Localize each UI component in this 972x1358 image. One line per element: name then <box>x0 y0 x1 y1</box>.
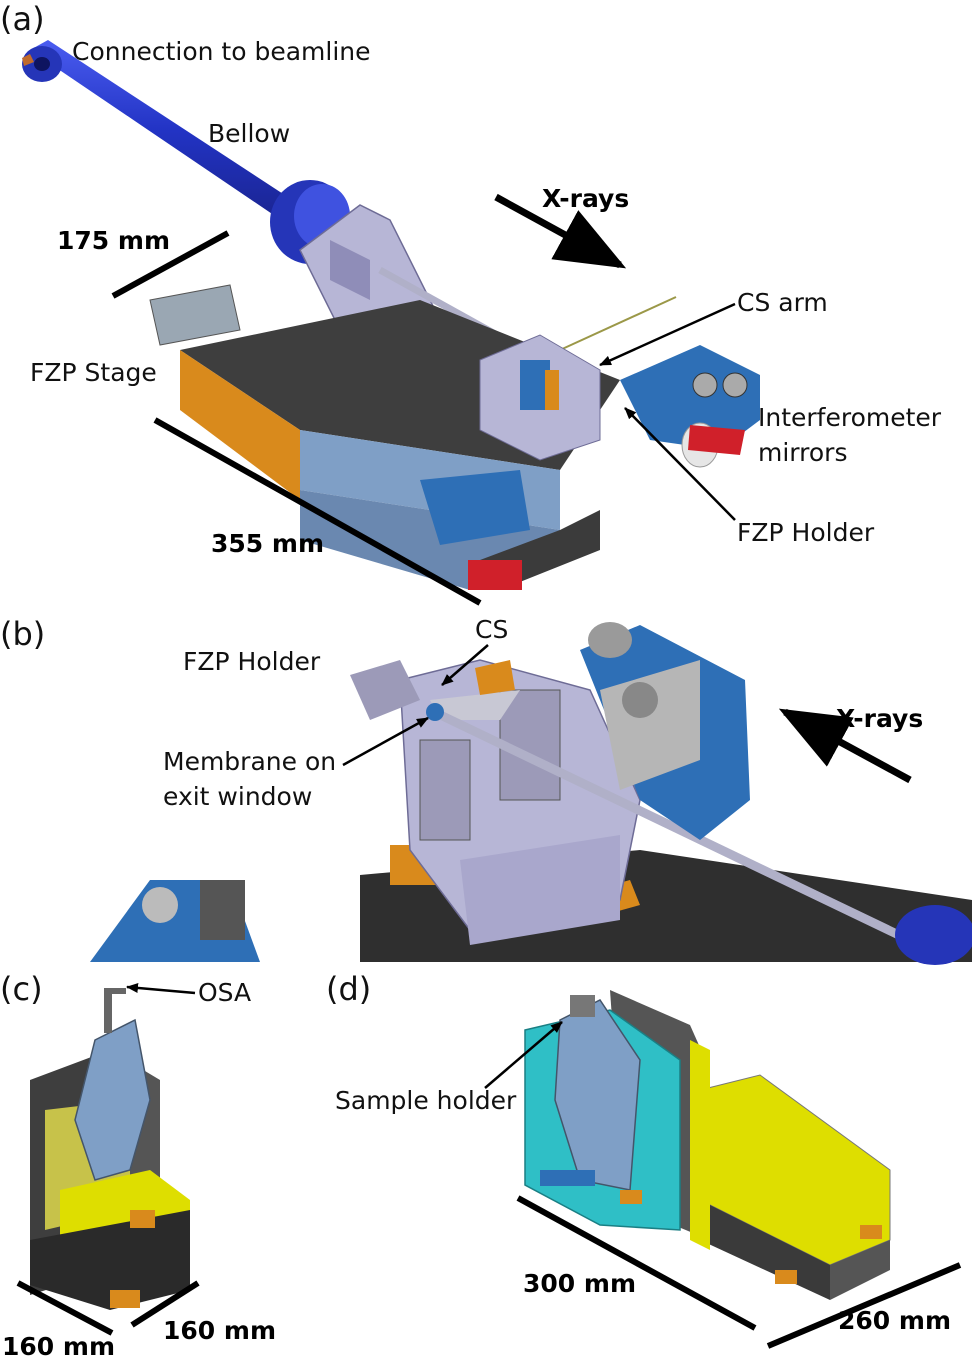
xrays-arrow-b <box>778 708 912 784</box>
label-fzp-holder-a: FZP Holder <box>737 518 875 547</box>
holder-closeup-drawing <box>90 622 972 965</box>
label-xrays-b: X-rays <box>836 704 923 733</box>
interferometer-mirrors-drawing <box>620 345 760 468</box>
membrane-pointer <box>342 716 429 767</box>
sample-holder-pointer <box>484 1021 563 1089</box>
dimension-160mm-left: 160 mm <box>2 1332 115 1358</box>
label-cs-arm: CS arm <box>737 288 828 317</box>
dimension-300mm: 300 mm <box>523 1269 636 1298</box>
label-cs: CS <box>475 615 508 644</box>
cs-arm-pointer <box>599 302 736 367</box>
label-mirrors: mirrors <box>758 438 847 467</box>
label-exit-window: exit window <box>163 782 312 811</box>
osa-pointer <box>126 982 196 995</box>
label-sample-holder: Sample holder <box>335 1086 517 1115</box>
panel-d-tag: (d) <box>326 970 371 1008</box>
dimension-160mm-right: 160 mm <box>163 1316 276 1345</box>
label-xrays-a: X-rays <box>542 184 629 213</box>
cs-pointer <box>441 644 489 686</box>
panel-b-tag: (b) <box>0 615 45 653</box>
panel-b: (b) CS FZP H <box>0 615 972 965</box>
label-osa: OSA <box>198 978 251 1007</box>
dimension-line-355 <box>153 417 482 606</box>
panel-c-tag: (c) <box>0 970 43 1008</box>
label-connection-to-beamline: Connection to beamline <box>72 37 371 66</box>
panel-a-tag: (a) <box>0 0 45 38</box>
fzp-stage-drawing <box>149 284 620 590</box>
dimension-line-175 <box>111 230 230 299</box>
panel-c: (c) OSA 160 mm 160 mm <box>0 970 276 1358</box>
dimension-175mm: 175 mm <box>57 226 170 255</box>
osa-stage-drawing <box>30 988 190 1310</box>
label-membrane-on: Membrane on <box>163 747 336 776</box>
label-fzp-stage: FZP Stage <box>30 358 157 387</box>
xrays-arrow-a <box>494 193 627 269</box>
dimension-line-260 <box>766 1262 962 1349</box>
dimension-line-300 <box>516 1195 757 1331</box>
sample-stage-drawing <box>524 990 891 1300</box>
label-interferometer: Interferometer <box>758 403 942 432</box>
dimension-line-160-left <box>16 1280 114 1336</box>
fzp-holder-pointer-a <box>624 407 736 521</box>
panel-a: (a) <box>0 0 942 606</box>
panel-d: (d) Sample holder 300 mm 260 mm <box>326 970 962 1349</box>
label-bellow: Bellow <box>208 119 290 148</box>
dimension-355mm: 355 mm <box>211 529 324 558</box>
dimension-line-160-right <box>130 1280 200 1328</box>
label-fzp-holder-b: FZP Holder <box>183 647 321 676</box>
